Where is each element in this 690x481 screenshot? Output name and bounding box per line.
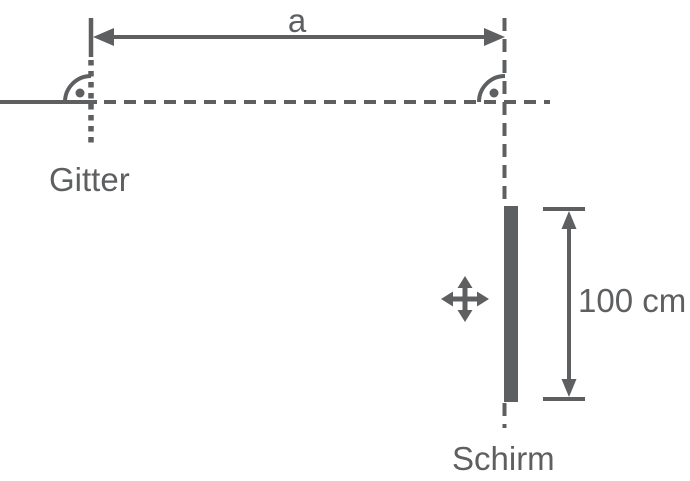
screen-bar[interactable] bbox=[504, 206, 518, 402]
move-icon[interactable] bbox=[441, 276, 489, 322]
arrowhead-left-icon bbox=[93, 28, 114, 46]
distance-label: a bbox=[288, 2, 307, 39]
screen-height-label: 100 cm bbox=[578, 282, 686, 319]
measure-arrowhead-down-icon bbox=[561, 379, 577, 397]
screen-label: Schirm bbox=[452, 440, 555, 477]
right-angle-arc-screen bbox=[477, 74, 506, 103]
distance-arrow bbox=[93, 28, 505, 46]
measure-arrowhead-up-icon bbox=[561, 211, 577, 229]
move-icon-right-arrowhead bbox=[477, 291, 489, 307]
arrowhead-right-icon bbox=[484, 28, 505, 46]
right-angle-arc-grating bbox=[63, 74, 92, 103]
screen-height-measure bbox=[543, 207, 585, 401]
right-angle-dot-screen bbox=[489, 88, 499, 98]
move-icon-down-arrowhead bbox=[457, 310, 473, 322]
move-icon-left-arrowhead bbox=[441, 291, 453, 307]
grating-label: Gitter bbox=[49, 161, 130, 198]
move-icon-up-arrowhead bbox=[457, 276, 473, 288]
right-angle-dot-grating bbox=[75, 88, 85, 98]
